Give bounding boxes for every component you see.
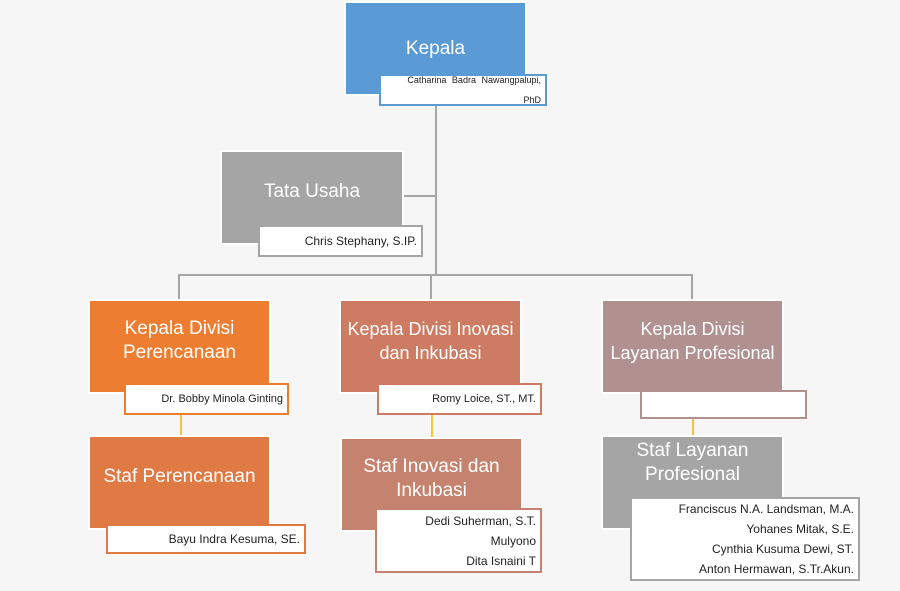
division-head-name: Romy Loice, ST., MT. xyxy=(432,393,536,405)
staff-name: Bayu Indra Kesuma, SE. xyxy=(168,532,300,546)
tata-usaha-name-box[interactable]: Chris Stephany, S.IP. xyxy=(258,225,423,257)
connector xyxy=(403,195,436,197)
kepala-title: Kepala xyxy=(405,37,466,59)
connector xyxy=(431,414,433,439)
connector xyxy=(692,418,694,437)
staff-name: Dedi Suherman, S.T. xyxy=(425,513,536,528)
staff-name: Yohanes Mitak, S.E. xyxy=(746,522,854,536)
staff-name: Anton Hermawan, S.Tr.Akun. xyxy=(699,562,854,576)
division-head-name-box[interactable] xyxy=(640,390,807,419)
division-head-name: Dr. Bobby Minola Ginting xyxy=(161,393,283,405)
staff-name: Mulyono xyxy=(490,533,536,548)
division-layanan-box[interactable]: Kepala Divisi Layanan Profesional xyxy=(601,299,784,394)
connector xyxy=(691,274,693,301)
staff-names-box[interactable]: Dedi Suherman, S.T. Mulyono Dita Isnaini… xyxy=(375,508,542,573)
staff-title: Staf Layanan Profesional xyxy=(636,440,749,485)
staff-names-box[interactable]: Bayu Indra Kesuma, SE. xyxy=(106,524,306,554)
tata-usaha-title: Tata Usaha xyxy=(263,180,361,202)
connector xyxy=(180,414,182,437)
division-head-name-box[interactable]: Romy Loice, ST., MT. xyxy=(377,383,542,415)
connector xyxy=(178,274,693,276)
kepala-name-box[interactable]: Catharina Badra Nawangpalupi, PhD xyxy=(379,74,547,106)
staff-name: Franciscus N.A. Landsman, M.A. xyxy=(678,502,854,516)
kepala-name: Catharina Badra Nawangpalupi, PhD xyxy=(407,75,541,105)
division-inovasi-box[interactable]: Kepala Divisi PerencanaanKepala Divisi I… xyxy=(339,299,522,394)
staff-name: Cynthia Kusuma Dewi, ST. xyxy=(711,542,854,556)
division-title: Kepala Divisi Inovasi dan Inkubasi xyxy=(347,318,514,363)
division-title: Kepala Divisi Perencanaan xyxy=(122,317,237,363)
staff-title: Staf Perencanaan xyxy=(103,465,256,487)
division-perencanaan-box[interactable]: Kepala Divisi Perencanaan xyxy=(88,299,271,394)
staff-name: Dita Isnaini T xyxy=(466,553,536,568)
connector xyxy=(435,95,437,275)
connector xyxy=(178,274,180,301)
division-head-name-box[interactable]: Dr. Bobby Minola Ginting xyxy=(124,383,289,415)
staff-title: Staf Inovasi dan Inkubasi xyxy=(363,456,500,501)
staff-names-box[interactable]: Franciscus N.A. Landsman, M.A. Yohanes M… xyxy=(630,497,860,581)
tata-usaha-name: Chris Stephany, S.IP. xyxy=(304,234,417,248)
division-title: Kepala Divisi Layanan Profesional xyxy=(610,318,775,363)
staff-perencanaan-box[interactable]: Staf Perencanaan xyxy=(88,435,271,530)
connector xyxy=(430,274,432,301)
staff-inovasi-box[interactable]: Staf Inovasi dan Inkubasi xyxy=(340,437,523,532)
